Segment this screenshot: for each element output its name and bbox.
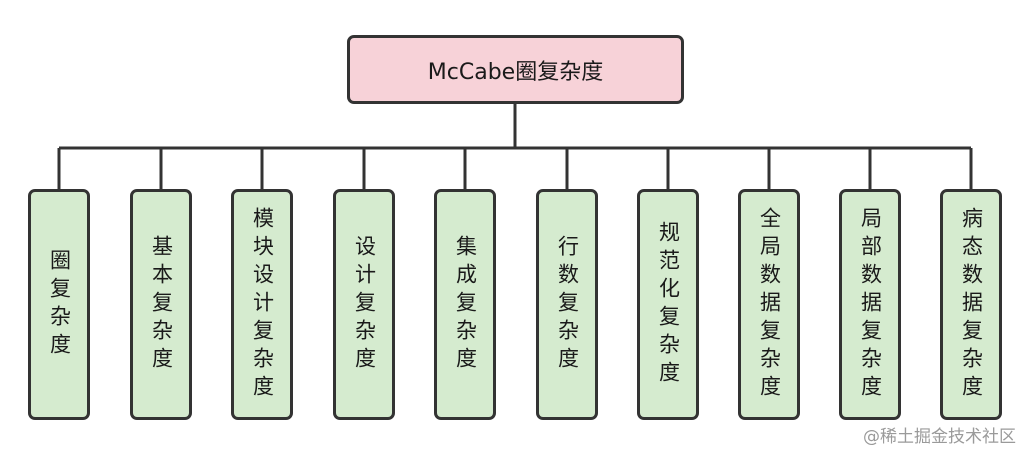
child-node-label: 全局数据复杂度 [757,206,782,403]
child-node: 设计复杂度 [333,189,395,420]
child-node: 集成复杂度 [434,189,496,420]
child-node-label: 圈复杂度 [47,248,72,361]
child-node-label: 设计复杂度 [352,234,377,375]
child-node: 行数复杂度 [536,189,598,420]
child-node: 全局数据复杂度 [738,189,800,420]
child-node-label: 规范化复杂度 [656,220,681,389]
child-node-label: 集成复杂度 [453,234,478,375]
child-node-label: 模块设计复杂度 [250,206,275,403]
child-node-label: 病态数据复杂度 [959,206,984,403]
child-node: 规范化复杂度 [637,189,699,420]
child-node-label: 行数复杂度 [555,234,580,375]
drop-connectors [57,148,973,190]
watermark: @稀土掘金技术社区 [863,427,1016,447]
child-node-label: 基本复杂度 [149,234,174,375]
child-node: 病态数据复杂度 [940,189,1002,420]
child-node: 局部数据复杂度 [839,189,901,420]
root-node-label: McCabe圈复杂度 [427,59,604,85]
child-node: 基本复杂度 [130,189,192,420]
child-node-label: 局部数据复杂度 [858,206,883,403]
root-node: McCabe圈复杂度 [347,35,684,104]
child-node: 圈复杂度 [28,189,90,420]
child-node: 模块设计复杂度 [231,189,293,420]
